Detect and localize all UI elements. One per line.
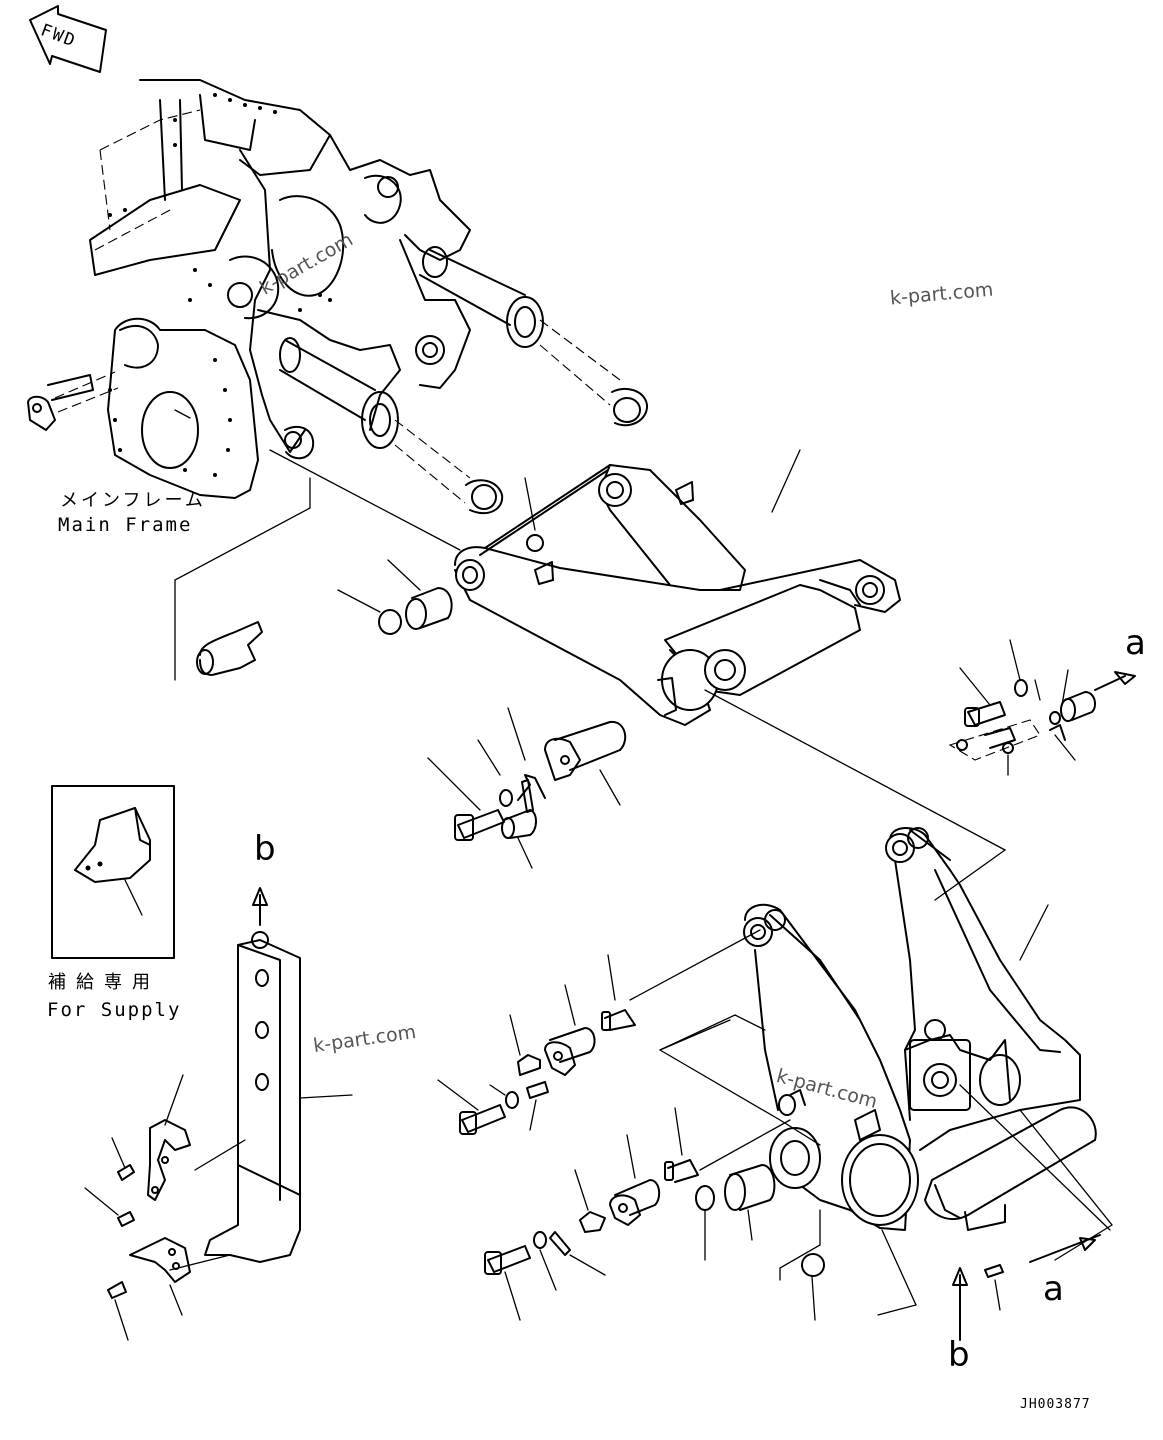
lift-arm-assembly — [743, 827, 1113, 1316]
pin-set-center — [427, 707, 627, 869]
pin-set-lift-lower — [484, 1107, 791, 1321]
ref-a-top: a — [1125, 623, 1146, 663]
drawing-code: JH003877 — [1020, 1397, 1091, 1412]
pin-left — [196, 621, 263, 676]
main-frame — [27, 79, 649, 515]
pin-set-right — [948, 639, 1136, 776]
for-supply-label: For Supply — [47, 999, 182, 1021]
bell-crank — [454, 464, 901, 726]
for-supply-box — [51, 785, 175, 959]
arrow-b-bottom-icon — [952, 1267, 968, 1341]
ref-b-top: b — [254, 829, 276, 869]
main-frame-label: Main Frame — [58, 514, 193, 536]
arrow-a-lower-icon — [1029, 1234, 1101, 1263]
bushing-lower — [695, 1164, 1004, 1321]
shim-ring — [526, 534, 544, 552]
main-frame-label-jp: メインフレーム — [60, 490, 206, 511]
bushing-left — [337, 559, 453, 635]
for-supply-label-jp: 補給専用 — [48, 972, 160, 993]
clip-brackets — [84, 1074, 191, 1341]
link-bar — [169, 887, 353, 1271]
ref-b-bottom: b — [948, 1335, 970, 1375]
fwd-arrow-icon — [29, 5, 107, 73]
ref-a-bottom: a — [1043, 1269, 1064, 1309]
pin-set-lift-upper — [437, 929, 761, 1135]
